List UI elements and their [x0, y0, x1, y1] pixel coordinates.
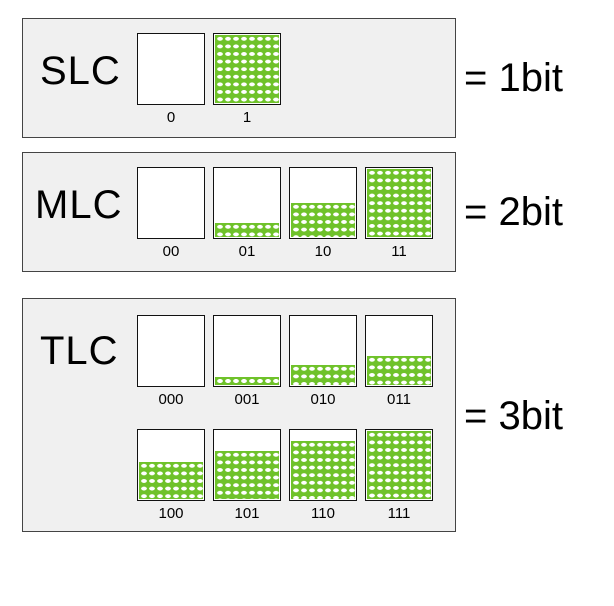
charge-fill: [215, 35, 279, 103]
memory-cell: [137, 33, 205, 105]
slc-cell-0: 0: [137, 33, 205, 126]
memory-cell: [289, 167, 357, 239]
tlc-cell-100: 100: [137, 429, 205, 522]
mlc-title: MLC: [35, 183, 123, 227]
cell-label: 101: [234, 505, 260, 522]
charge-fill: [291, 365, 355, 385]
charge-fill: [139, 462, 203, 499]
memory-cell: [213, 429, 281, 501]
charge-fill: [291, 441, 355, 499]
memory-cell: [137, 315, 205, 387]
cell-label: 001: [234, 391, 260, 408]
tlc-cell-101: 101: [213, 429, 281, 522]
charge-fill: [291, 203, 355, 237]
cell-label: 000: [158, 391, 184, 408]
slc-bits-label: = 1bit: [464, 56, 563, 100]
memory-cell: [137, 429, 205, 501]
slc-title: SLC: [40, 49, 121, 93]
mlc-bits-label: = 2bit: [464, 190, 563, 234]
cell-label: 01: [238, 243, 256, 260]
memory-cell: [365, 429, 433, 501]
tlc-cell-011: 011: [365, 315, 433, 408]
cell-label: 1: [242, 109, 252, 126]
charge-fill: [367, 169, 431, 237]
tlc-cell-000: 000: [137, 315, 205, 408]
cell-label: 100: [158, 505, 184, 522]
mlc-cell-01: 01: [213, 167, 281, 260]
tlc-title: TLC: [40, 329, 119, 373]
tlc-cell-010: 010: [289, 315, 357, 408]
cell-label: 00: [162, 243, 180, 260]
cell-label: 10: [314, 243, 332, 260]
mlc-cell-11: 11: [365, 167, 433, 260]
tlc-bits-label: = 3bit: [464, 394, 563, 438]
memory-cell: [137, 167, 205, 239]
memory-cell: [289, 429, 357, 501]
memory-cell: [213, 33, 281, 105]
cell-label: 010: [310, 391, 336, 408]
charge-fill: [215, 451, 279, 499]
tlc-panel: TLC 000 001 010 011 100 101 110 111: [22, 298, 456, 532]
mlc-cell-00: 00: [137, 167, 205, 260]
slc-cell-1: 1: [213, 33, 281, 126]
memory-cell: [365, 167, 433, 239]
memory-cell: [213, 315, 281, 387]
tlc-cell-110: 110: [289, 429, 357, 522]
mlc-cell-10: 10: [289, 167, 357, 260]
memory-cell: [213, 167, 281, 239]
charge-fill: [367, 431, 431, 499]
cell-label: 111: [387, 505, 411, 522]
cell-label: 11: [391, 243, 407, 260]
charge-fill: [215, 377, 279, 385]
tlc-cell-001: 001: [213, 315, 281, 408]
tlc-cell-111: 111: [365, 429, 433, 522]
mlc-panel: MLC 00 01 10 11: [22, 152, 456, 272]
charge-fill: [215, 223, 279, 237]
cell-label: 0: [166, 109, 176, 126]
memory-cell: [289, 315, 357, 387]
charge-fill: [367, 356, 431, 385]
cell-label: 011: [387, 391, 411, 408]
cell-label: 110: [311, 505, 335, 522]
memory-cell: [365, 315, 433, 387]
slc-panel: SLC 0 1: [22, 18, 456, 138]
